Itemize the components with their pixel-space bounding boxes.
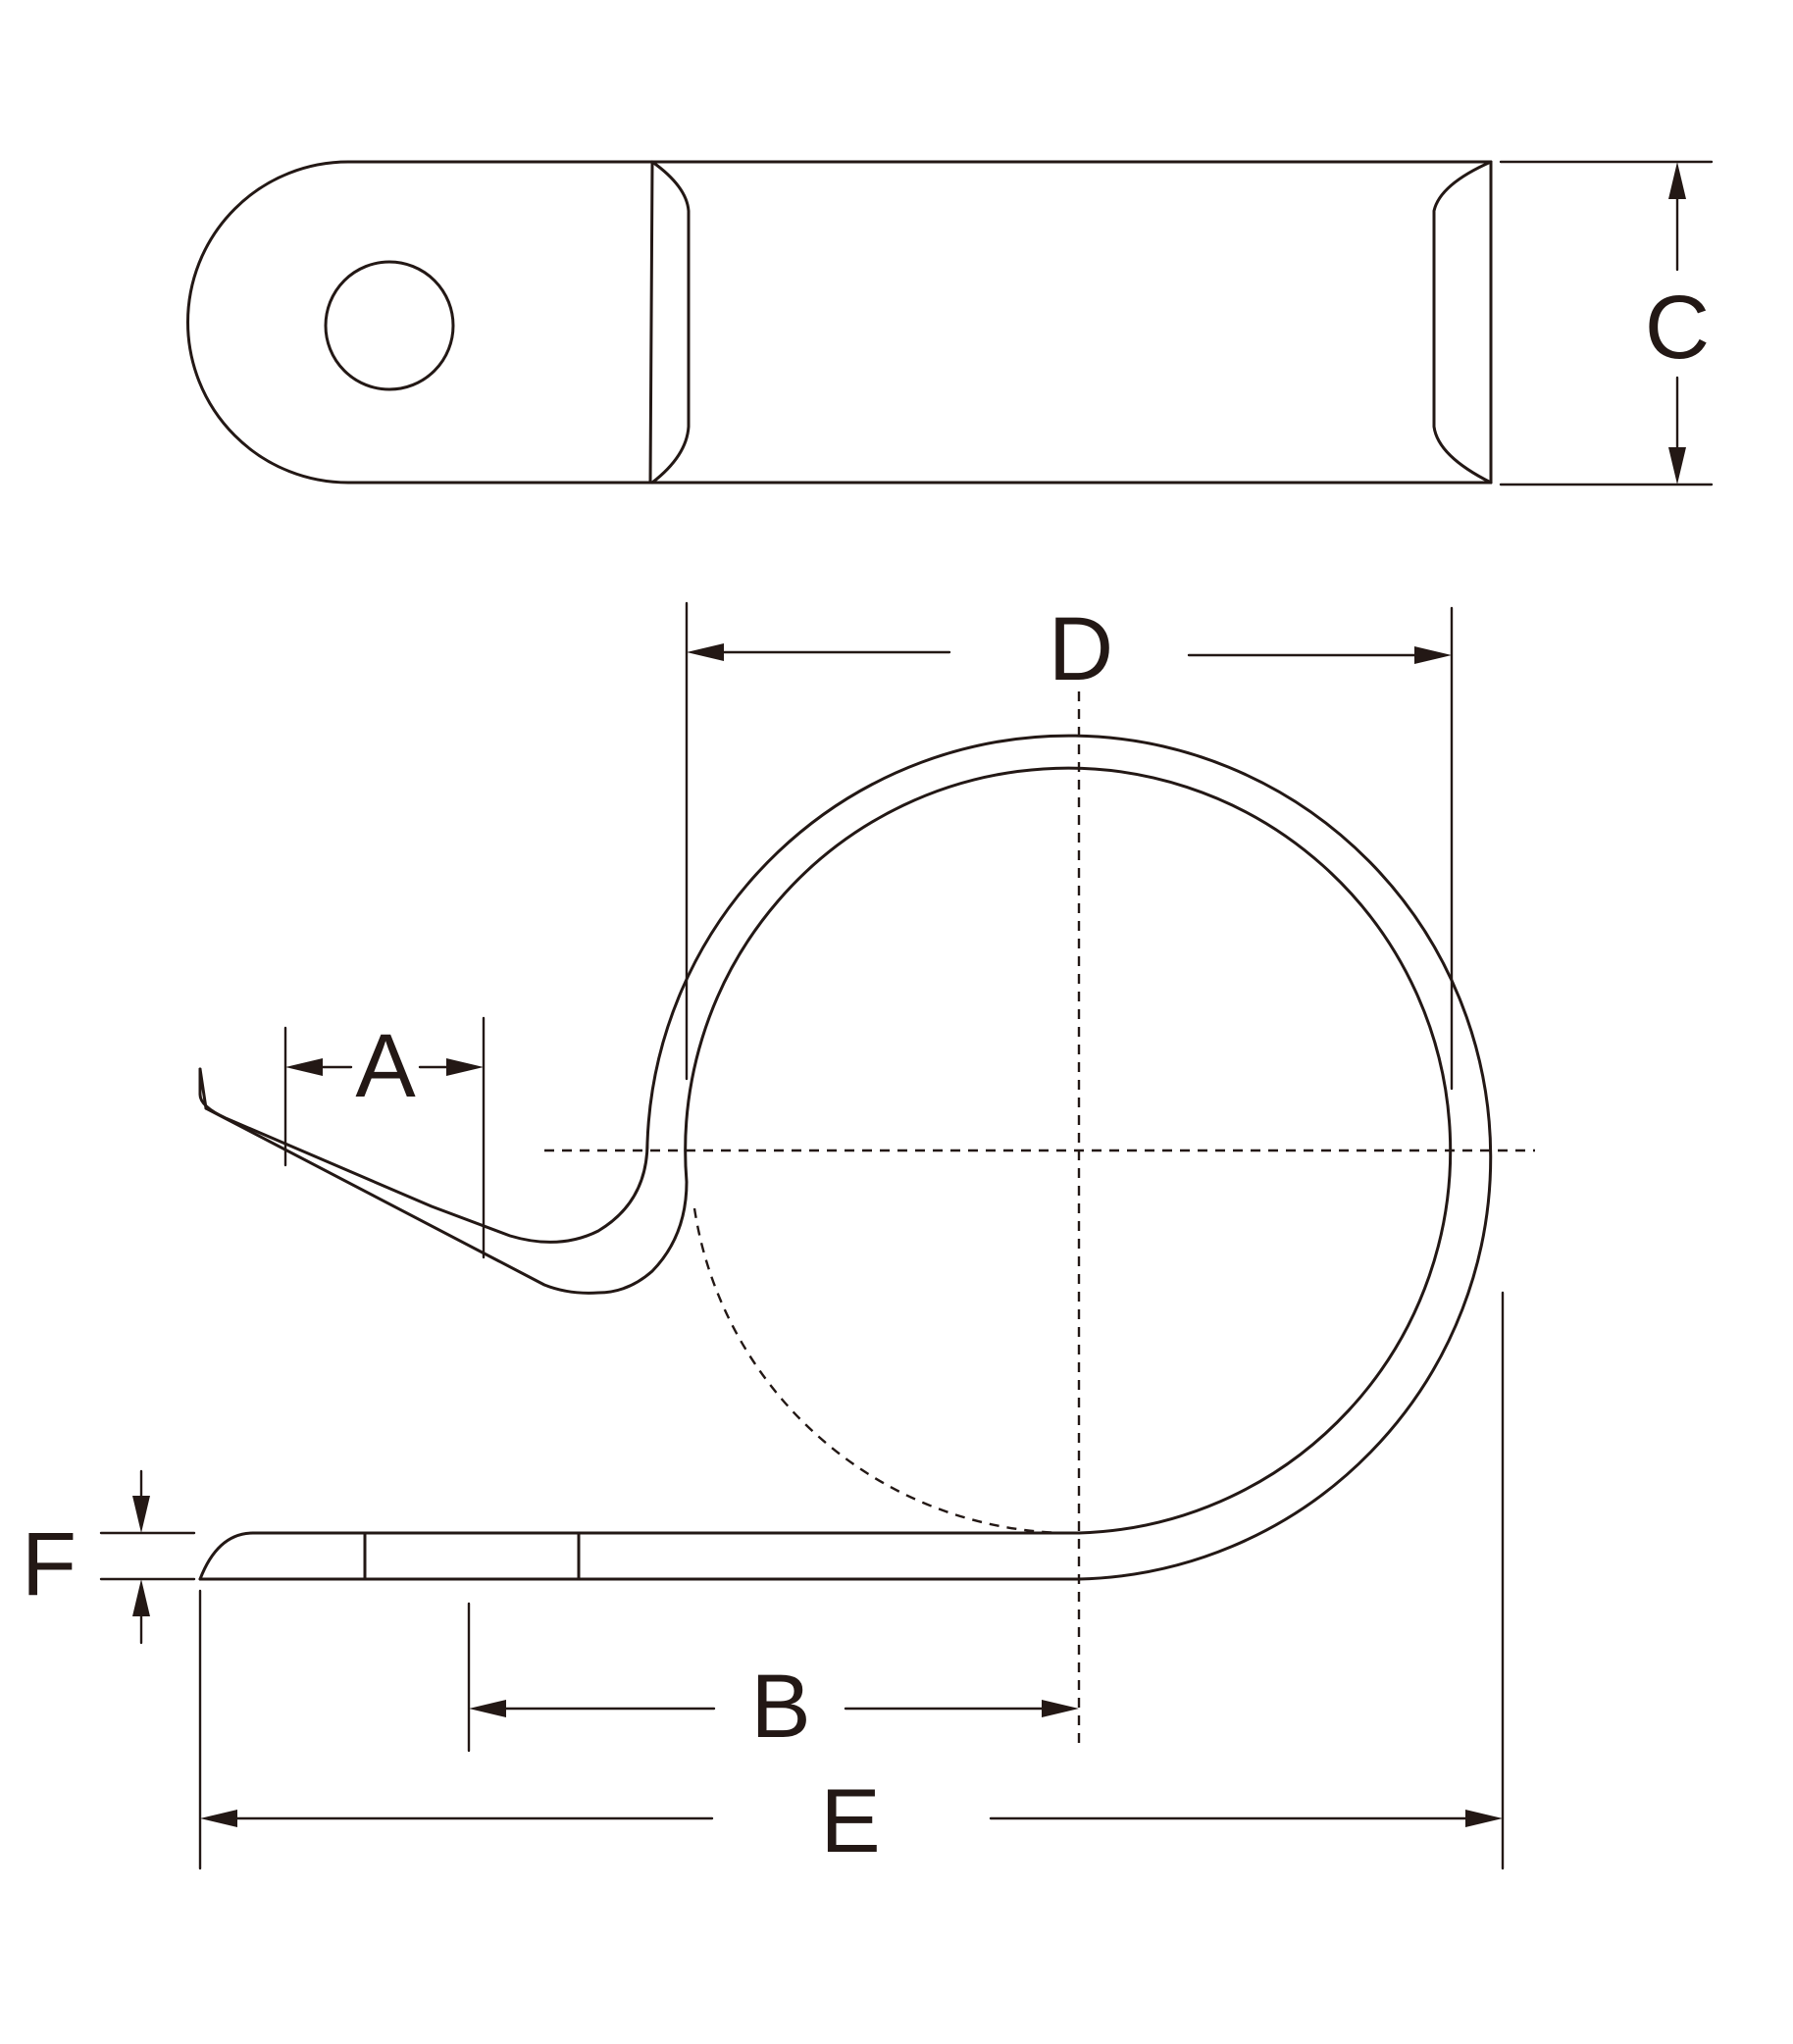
- label-a: A: [355, 1016, 416, 1116]
- arrow-c-top: [1668, 162, 1686, 199]
- arrow-a-left: [285, 1058, 323, 1076]
- dimension-d: D: [685, 599, 1454, 1091]
- dimension-f: F: [22, 1469, 196, 1645]
- arrow-e-right: [1465, 1810, 1503, 1827]
- top-view-outline: [186, 160, 1493, 485]
- dimension-e: E: [198, 1291, 1505, 1871]
- label-f: F: [22, 1514, 77, 1614]
- right-bend-edge: [1432, 160, 1493, 485]
- arrow-e-left: [200, 1810, 237, 1827]
- top-view: [186, 160, 1493, 485]
- hidden-inner-arc: [692, 1207, 1065, 1535]
- side-view: [198, 691, 1535, 1746]
- arrow-d-left: [687, 643, 724, 661]
- label-c: C: [1645, 278, 1710, 378]
- left-bend-edge: [650, 160, 691, 485]
- clamp-inner-loop: [204, 766, 1453, 1535]
- tab-end-cap: [198, 1067, 208, 1110]
- arrow-a-right: [446, 1058, 484, 1076]
- left-bend-line: [648, 160, 654, 485]
- label-b: B: [750, 1657, 810, 1757]
- label-e: E: [820, 1771, 880, 1871]
- dimension-a: A: [283, 1016, 486, 1259]
- arrow-f-top: [132, 1496, 150, 1533]
- arrow-c-bottom: [1668, 447, 1686, 485]
- clamp-outer-loop: [198, 734, 1493, 1581]
- dimension-c: C: [1499, 160, 1714, 486]
- label-d: D: [1049, 599, 1113, 699]
- dimension-b: B: [467, 1602, 1079, 1757]
- arrow-f-bottom: [132, 1579, 150, 1616]
- arrow-d-right: [1414, 646, 1452, 664]
- mounting-hole: [324, 260, 455, 391]
- tail-rounded-end: [198, 1531, 255, 1581]
- arrow-b-right: [1042, 1700, 1079, 1717]
- arrow-b-left: [469, 1700, 506, 1717]
